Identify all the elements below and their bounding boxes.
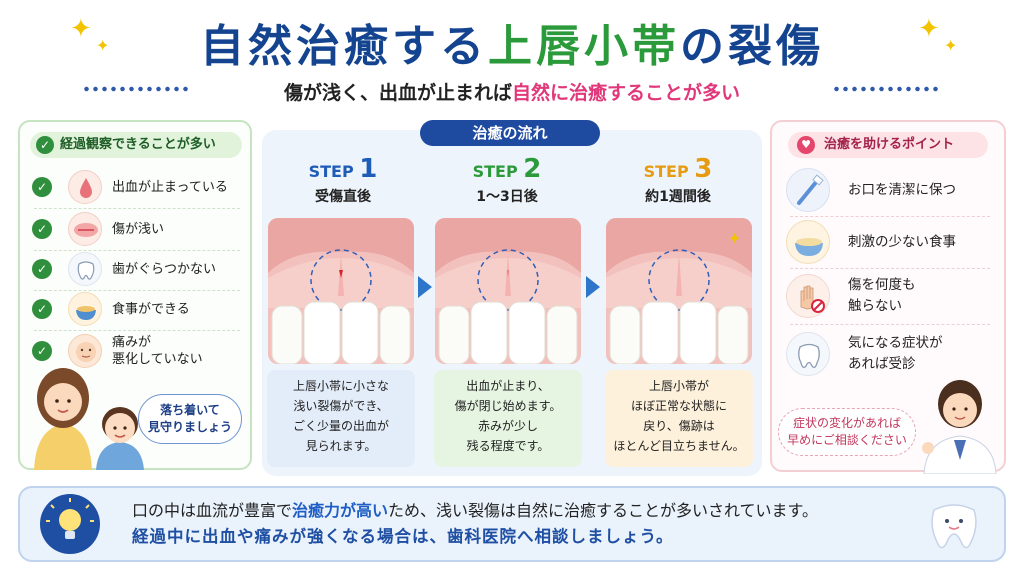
divider (790, 324, 990, 325)
page-title: 自然治癒する上唇小帯の裂傷 (0, 10, 1024, 72)
face-icon (68, 334, 102, 368)
list-item: ✓ 歯がぐらつかない (30, 252, 245, 286)
step-word: STEP (643, 162, 689, 181)
divider (34, 330, 240, 331)
healing-tips-heading-label: 治癒を助けるポイント (824, 137, 955, 152)
tooth-icon (786, 332, 830, 376)
flow-arrow-icon (586, 276, 600, 298)
summary-line-2: 経過中に出血や痛みが強くなる場合は、歯科医院へ相談しましょう。 (132, 527, 674, 546)
dots-divider-right (832, 84, 942, 94)
check-icon: ✓ (32, 219, 52, 239)
step-3-time: 約1週間後 (645, 189, 711, 205)
heart-icon: ♥ (797, 136, 815, 154)
title-part-3: の裂傷 (680, 21, 824, 72)
observation-heading-label: 経過観察できることが多い (60, 137, 216, 152)
check-icon: ✓ (36, 136, 54, 154)
list-item: ✓ 痛みが 悪化していない (30, 334, 245, 368)
tooth-icon (68, 252, 102, 286)
step-word: STEP (308, 162, 354, 181)
divider (790, 216, 990, 217)
dots-divider-left (82, 84, 192, 94)
step-1-time: 受傷直後 (315, 189, 371, 205)
sparkle-icon: ✦ (96, 36, 110, 55)
check-icon: ✓ (32, 299, 52, 319)
list-item: ✓ 傷が浅い (30, 212, 245, 246)
list-item-label: 傷が浅い (112, 221, 165, 237)
page-subtitle: 傷が浅く、出血が止まれば自然に治癒することが多い (0, 78, 1024, 105)
tooth-mascot-icon (931, 504, 977, 549)
lip-wound-icon (68, 212, 102, 246)
observation-heading: ✓ 経過観察できることが多い (30, 132, 242, 158)
step-number: 1 (359, 154, 378, 184)
family-illustration (34, 368, 144, 470)
lightbulb-icon (40, 494, 100, 554)
tip-item: 刺激の少ない食事 (786, 220, 996, 266)
step-3-description: 上唇小帯が ほぼ正常な状態に 戻り、傷跡は ほとんど目立ちません。 (605, 370, 753, 467)
divider (34, 250, 240, 251)
step-1-label: STEP 1 (273, 154, 413, 184)
tip-label: 刺激の少ない食事 (848, 233, 956, 250)
healing-flow-title: 治癒の流れ (420, 120, 600, 146)
no-touch-hand-icon (786, 274, 830, 318)
list-item-label: 出血が止まっている (112, 179, 228, 195)
step-2-label: STEP 2 (437, 154, 577, 184)
divider (790, 268, 990, 269)
step-2-description: 出血が止まり、 傷が閉じ始めます。 赤みが少し 残る程度です。 (434, 370, 582, 467)
step-1-mouth-image (268, 218, 414, 364)
flow-arrow-icon (418, 276, 432, 298)
tip-item: お口を清潔に保つ (786, 168, 996, 214)
summary-box (18, 486, 1006, 562)
list-item-label: 痛みが 悪化していない (112, 335, 203, 367)
list-item-label: 食事ができる (112, 301, 190, 317)
food-bowl-icon (68, 292, 102, 326)
step-2-mouth-image (435, 218, 581, 364)
healing-tips-heading: ♥ 治癒を助けるポイント (788, 132, 988, 158)
step-number: 3 (694, 154, 713, 184)
list-item: ✓ 出血が止まっている (30, 170, 245, 204)
sparkle-icon: ✦ (918, 14, 940, 44)
divider (34, 208, 240, 209)
dentist-illustration (922, 380, 997, 474)
tip-label: お口を清潔に保つ (848, 181, 956, 198)
summary-line-1: 口の中は血流が豊富で治癒力が高いため、浅い裂傷は自然に治癒することが多いされてい… (132, 500, 932, 522)
divider (34, 290, 240, 291)
consult-bubble: 症状の変化があれば 早めにご相談ください (778, 408, 916, 456)
tip-label: 気になる症状が あれば受診 (848, 335, 943, 372)
title-part-1: 自然治癒する (200, 21, 488, 72)
step-2-time: 1〜3日後 (476, 189, 538, 205)
tip-item: 気になる症状が あれば受診 (786, 332, 996, 378)
summary-line-1-a: 口の中は血流が豊富で (132, 501, 293, 520)
subtitle-part-2: 自然に治癒することが多い (512, 82, 741, 104)
list-item-label: 歯がぐらつかない (112, 261, 217, 277)
check-icon: ✓ (32, 341, 52, 361)
step-1-description: 上唇小帯に小さな 浅い裂傷ができ、 ごく少量の出血が 見られます。 (267, 370, 415, 467)
check-icon: ✓ (32, 259, 52, 279)
step-word: STEP (472, 162, 518, 181)
step-number: 2 (523, 154, 542, 184)
summary-line-1-c: ため、浅い裂傷は自然に治癒することが多いされています。 (388, 501, 818, 520)
sparkle-icon: ✦ (944, 36, 958, 55)
step-3-mouth-image: ✦ (606, 218, 752, 364)
step-3-label: STEP 3 (608, 154, 748, 184)
blood-drop-icon (68, 170, 102, 204)
toothbrush-icon (786, 168, 830, 212)
soup-bowl-icon (786, 220, 830, 264)
sparkle-icon: ✦ (70, 14, 92, 44)
title-part-2: 上唇小帯 (488, 21, 680, 72)
summary-highlight: 治癒力が高い (292, 501, 389, 520)
check-icon: ✓ (32, 177, 52, 197)
list-item: ✓ 食事ができる (30, 292, 245, 326)
svg-text:✦: ✦ (728, 229, 741, 248)
reassurance-bubble: 落ち着いて 見守りましょう (138, 394, 242, 444)
subtitle-part-1: 傷が浅く、出血が止まれば (283, 82, 512, 104)
tip-item: 傷を何度も 触らない (786, 274, 996, 320)
tip-label: 傷を何度も 触らない (848, 277, 916, 314)
